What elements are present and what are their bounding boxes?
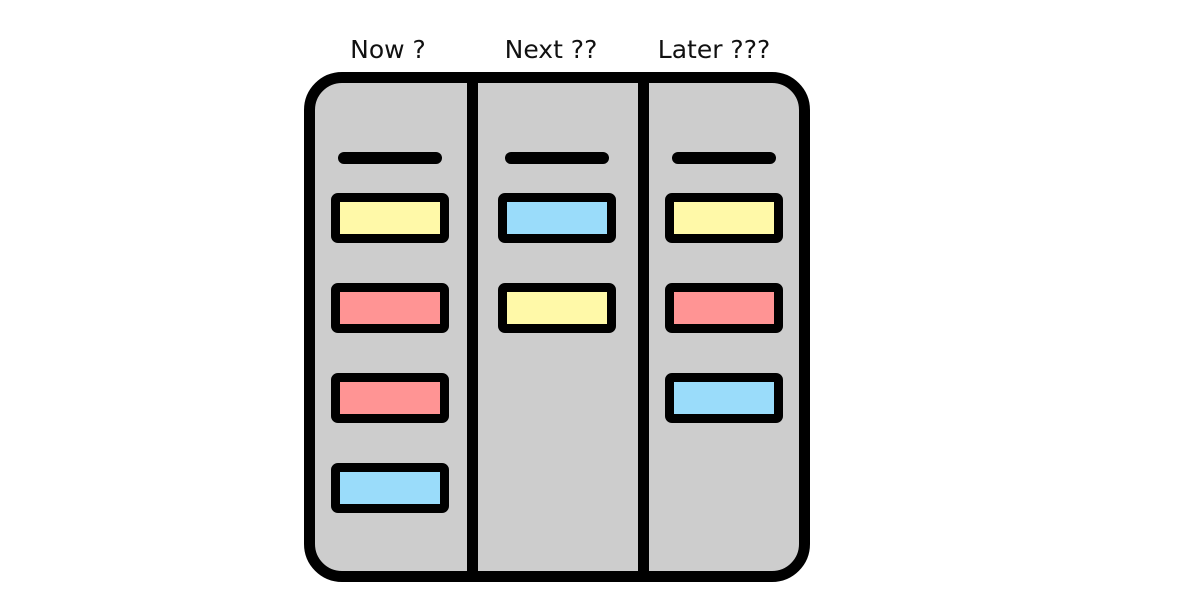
- column-title-next: Next ??: [504, 35, 598, 64]
- column-header-bar-now: [338, 152, 442, 164]
- column-divider: [638, 83, 649, 571]
- card-next-1: [498, 193, 616, 243]
- card-now-3: [331, 373, 449, 423]
- column-header-bar-later: [672, 152, 776, 164]
- card-next-2: [498, 283, 616, 333]
- card-later-2: [665, 283, 783, 333]
- column-header-bar-next: [505, 152, 609, 164]
- card-later-3: [665, 373, 783, 423]
- column-title-later: Later ???: [657, 35, 771, 64]
- card-now-1: [331, 193, 449, 243]
- card-now-2: [331, 283, 449, 333]
- kanban-board: [304, 72, 810, 582]
- column-divider: [467, 83, 478, 571]
- column-title-now: Now ?: [350, 35, 426, 64]
- card-now-4: [331, 463, 449, 513]
- card-later-1: [665, 193, 783, 243]
